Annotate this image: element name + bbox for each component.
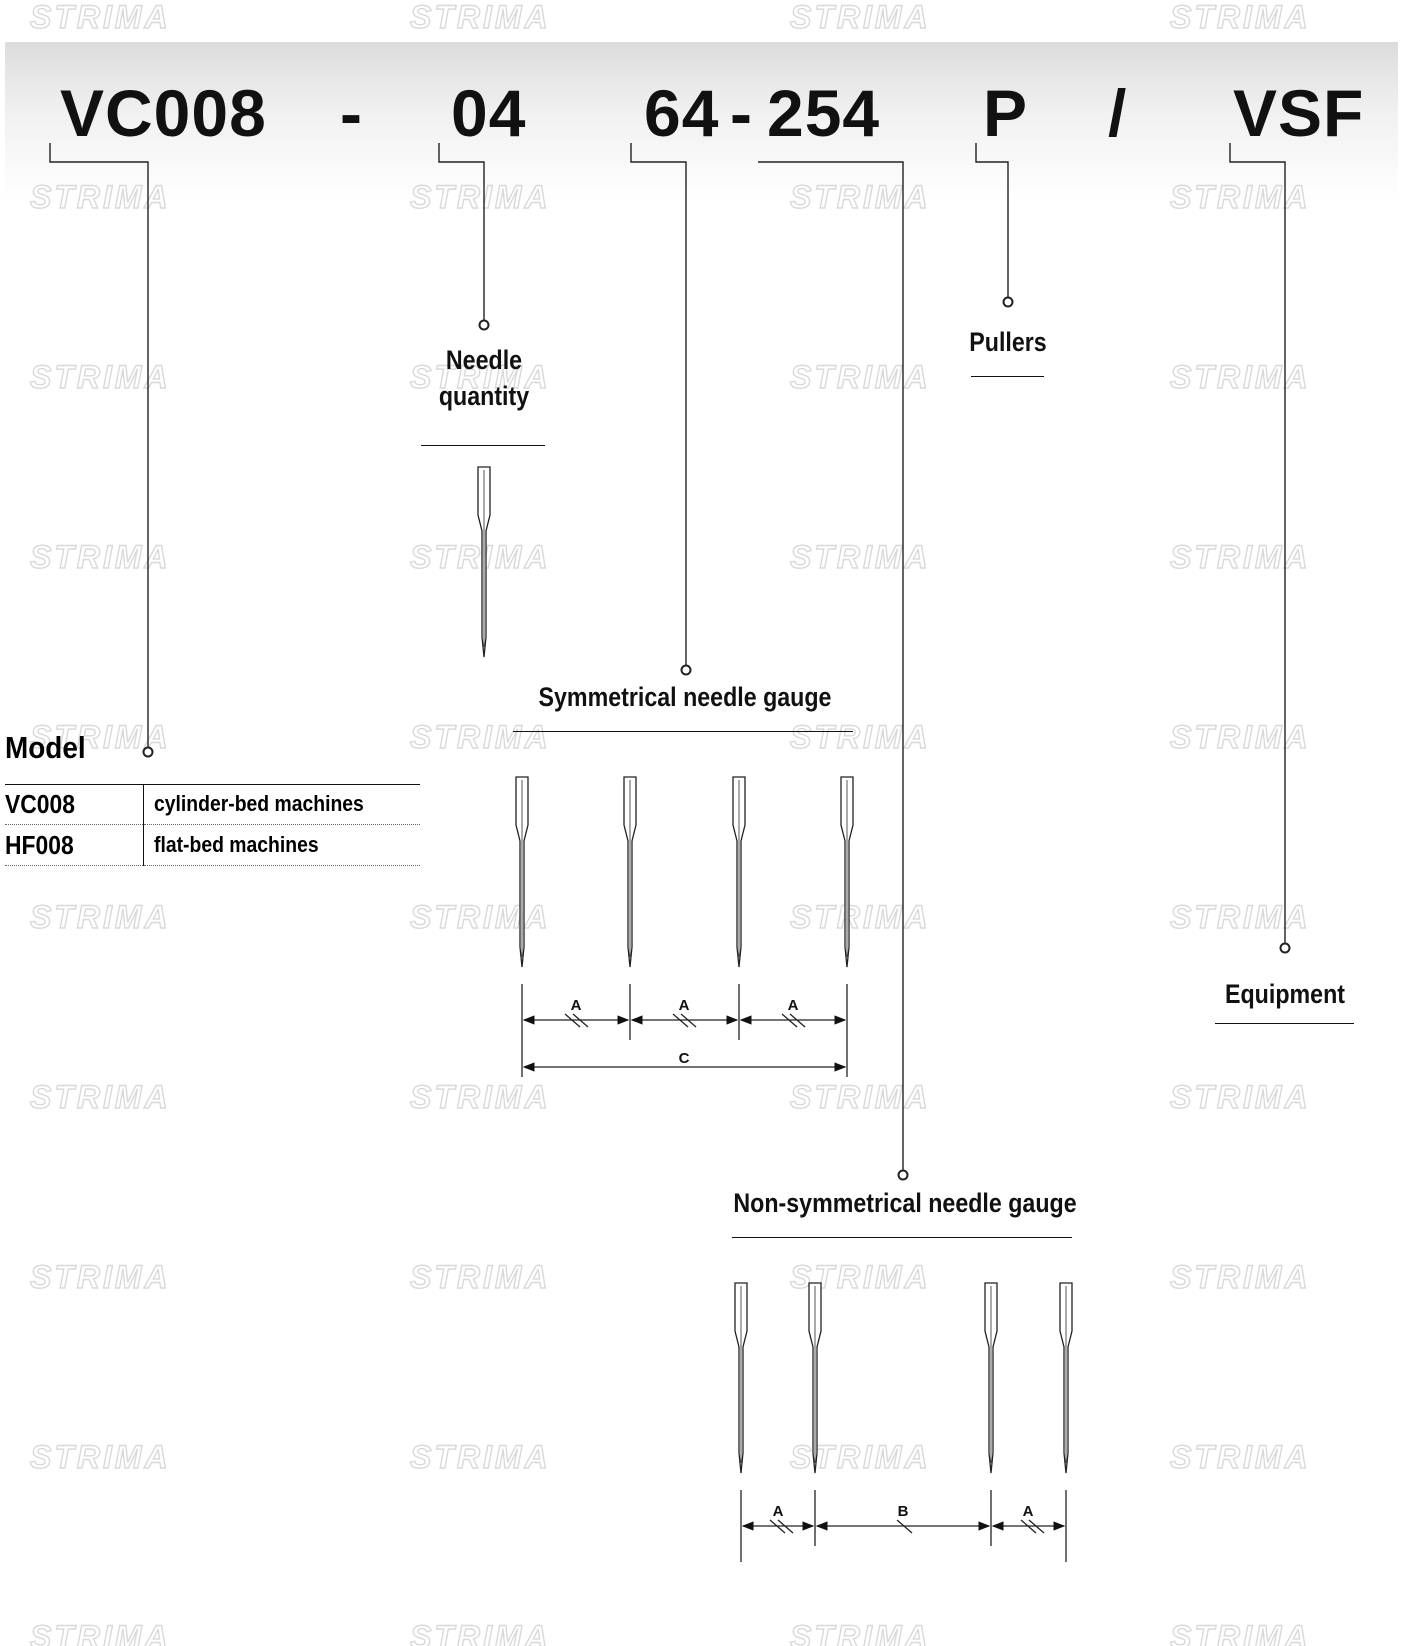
code-needles: 04 xyxy=(451,76,527,150)
header-band xyxy=(5,42,1398,202)
strima-watermark: STRIMA xyxy=(30,899,171,935)
code-dash: - xyxy=(730,76,753,150)
needle-quantity-line1: Needle xyxy=(445,345,523,375)
code-slash: / xyxy=(1108,76,1128,150)
model-desc: flat-bed machines xyxy=(143,824,420,866)
needle-icon xyxy=(515,776,529,968)
model-desc: cylinder-bed machines xyxy=(143,784,420,825)
strima-watermark: STRIMA xyxy=(790,1439,931,1475)
strima-watermark: STRIMA xyxy=(410,1439,551,1475)
equipment-underline xyxy=(1215,1023,1354,1024)
leader-lines xyxy=(49,143,1286,1170)
strima-watermark: STRIMA xyxy=(1170,719,1311,755)
model-table: VC008 cylinder-bed machines HF008 flat-b… xyxy=(5,784,420,866)
strima-watermark: STRIMA xyxy=(1170,1439,1311,1475)
needle-quantity-line2: quantity xyxy=(438,381,530,412)
strima-watermark: STRIMA xyxy=(410,1619,551,1646)
strima-watermark: STRIMA xyxy=(1170,359,1311,395)
strima-watermark: STRIMA xyxy=(1170,0,1311,35)
nonsymmetrical-label: Non-symmetrical needle gauge xyxy=(733,1188,1077,1218)
strima-watermark: STRIMA xyxy=(410,179,551,215)
needle-icon xyxy=(732,776,746,968)
dim-label-a: A xyxy=(1023,1503,1034,1520)
strima-watermark: STRIMA xyxy=(410,539,551,575)
leader-endpoints xyxy=(142,296,1291,1181)
strima-watermark: STRIMA xyxy=(790,1079,931,1115)
symmetrical-label: Symmetrical needle gauge xyxy=(538,682,832,712)
strima-watermark: STRIMA xyxy=(30,1619,171,1646)
strima-watermark: STRIMA xyxy=(790,359,931,395)
strima-watermark: STRIMA xyxy=(1170,179,1311,215)
strima-watermark: STRIMA xyxy=(410,1259,551,1295)
model-title: Model xyxy=(5,730,86,765)
strima-watermark: STRIMA xyxy=(790,539,931,575)
strima-watermark: STRIMA xyxy=(790,179,931,215)
strima-watermark: STRIMA xyxy=(1170,539,1311,575)
needle-quantity-underline xyxy=(421,445,545,446)
dim-label-a: A xyxy=(679,997,690,1014)
strima-watermark: STRIMA xyxy=(30,1439,171,1475)
dim-label-c: C xyxy=(679,1050,690,1067)
strima-watermark: STRIMA xyxy=(1170,899,1311,935)
code-nonsym-gauge: 254 xyxy=(767,76,881,150)
code-equipment: VSF xyxy=(1233,76,1365,150)
dim-label-b: B xyxy=(898,1503,909,1520)
dim-label-a: A xyxy=(571,997,582,1014)
code-sym-gauge: 64 xyxy=(644,76,720,150)
strima-watermark: STRIMA xyxy=(410,359,551,395)
code-model: VC008 xyxy=(60,76,267,150)
needle-icon xyxy=(623,776,637,968)
strima-watermark: STRIMA xyxy=(410,0,551,35)
table-row: VC008 cylinder-bed machines xyxy=(5,784,420,825)
strima-watermark: STRIMA xyxy=(410,719,551,755)
strima-watermark: STRIMA xyxy=(790,899,931,935)
needle-quantity-label: Needle quantity xyxy=(415,342,553,415)
strima-watermark: STRIMA xyxy=(790,719,931,755)
strima-watermark: STRIMA xyxy=(30,539,171,575)
code-pullers: P xyxy=(983,76,1029,150)
needle-icon xyxy=(984,1282,998,1474)
equipment-label: Equipment xyxy=(1225,979,1345,1009)
dim-label-a: A xyxy=(773,1503,784,1520)
code-dash: - xyxy=(340,76,363,150)
strima-watermark: STRIMA xyxy=(30,0,171,35)
nonsymmetrical-underline xyxy=(732,1237,1072,1238)
table-row: HF008 flat-bed machines xyxy=(5,824,420,866)
nonsym-dimension-lines xyxy=(740,1490,1067,1562)
strima-watermark: STRIMA xyxy=(30,359,171,395)
sym-dimension-lines xyxy=(521,984,848,1077)
pullers-underline xyxy=(971,376,1044,377)
needle-icon xyxy=(734,1282,748,1474)
strima-watermark: STRIMA xyxy=(410,1079,551,1115)
symmetrical-underline xyxy=(513,731,853,732)
strima-watermark: STRIMA xyxy=(1170,1259,1311,1295)
strima-watermark: STRIMA xyxy=(1170,1619,1311,1646)
needle-icon xyxy=(840,776,854,968)
strima-watermark: STRIMA xyxy=(30,1079,171,1115)
strima-watermark: STRIMA xyxy=(410,899,551,935)
strima-watermark: STRIMA xyxy=(790,1619,931,1646)
strima-watermark: STRIMA xyxy=(30,179,171,215)
pullers-label: Pullers xyxy=(969,327,1047,357)
strima-watermark: STRIMA xyxy=(30,1259,171,1295)
model-code: VC008 xyxy=(5,784,144,825)
strima-watermark: STRIMA xyxy=(790,0,931,35)
dim-label-a: A xyxy=(788,997,799,1014)
strima-watermark: STRIMA xyxy=(1170,1079,1311,1115)
model-code: HF008 xyxy=(5,824,144,866)
needle-icon xyxy=(1059,1282,1073,1474)
